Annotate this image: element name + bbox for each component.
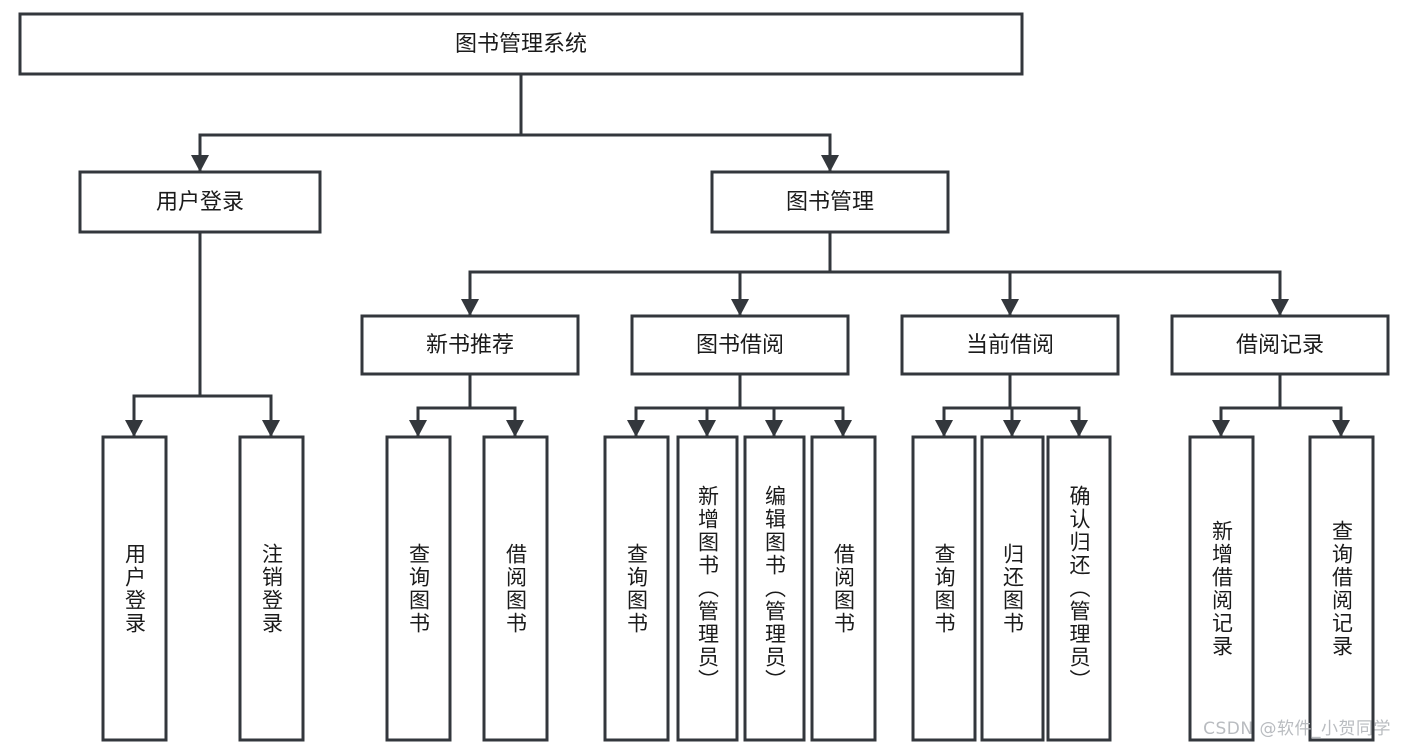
arrow-head-icon [1271,299,1289,316]
node-box-leaf-add-book[interactable] [676,435,739,742]
arrow-head-icon [821,155,839,172]
arrow-head-icon [698,420,716,437]
arrow-head-icon [627,420,645,437]
boxes-layer [18,12,1390,742]
arrow-head-icon [1003,420,1021,437]
node-label-book-borrow: 图书借阅 [696,333,784,358]
arrow-head-icon [1001,299,1019,316]
arrow-head-icon [765,420,783,437]
node-box-book-borrow[interactable] [630,314,850,376]
node-box-leaf-user-login[interactable] [101,435,168,742]
edges-layer [125,72,1350,437]
node-box-leaf-borrow-book-2[interactable] [810,435,877,742]
node-box-leaf-query-record[interactable] [1308,435,1375,742]
arrow-head-icon [731,299,749,316]
node-box-leaf-query-book-3[interactable] [911,435,977,742]
node-box-leaf-user-logout[interactable] [238,435,305,742]
arrow-head-icon [1332,420,1350,437]
node-label-root: 图书管理系统 [455,32,587,57]
node-box-leaf-query-book-1[interactable] [385,435,452,742]
node-label-new-book-rec: 新书推荐 [426,333,514,358]
node-box-leaf-borrow-book-1[interactable] [482,435,549,742]
node-label-current-borrow: 当前借阅 [966,333,1054,358]
node-box-new-book-rec[interactable] [360,314,580,376]
node-box-leaf-add-record[interactable] [1188,435,1255,742]
node-box-borrow-record[interactable] [1170,314,1390,376]
arrow-head-icon [125,420,143,437]
arrow-head-icon [461,299,479,316]
node-box-leaf-confirm-return[interactable] [1046,435,1112,742]
node-box-book-manage[interactable] [710,170,950,234]
node-label-borrow-record: 借阅记录 [1236,333,1324,358]
node-box-current-borrow[interactable] [900,314,1120,376]
watermark-text: CSDN @软件_小贺同学 [1203,719,1391,739]
node-box-leaf-edit-book[interactable] [743,435,806,742]
node-box-leaf-return-book[interactable] [980,435,1045,742]
node-box-leaf-query-book-2[interactable] [603,435,670,742]
node-box-user-login[interactable] [78,170,322,234]
node-label-book-manage: 图书管理 [786,190,874,215]
arrow-head-icon [191,155,209,172]
arrow-head-icon [1212,420,1230,437]
arrow-head-icon [834,420,852,437]
arrow-head-icon [1070,420,1088,437]
arrow-head-icon [506,420,524,437]
arrow-head-icon [262,420,280,437]
arrow-head-icon [935,420,953,437]
node-label-user-login: 用户登录 [156,190,244,215]
arrow-head-icon [409,420,427,437]
node-box-root[interactable] [18,12,1024,76]
